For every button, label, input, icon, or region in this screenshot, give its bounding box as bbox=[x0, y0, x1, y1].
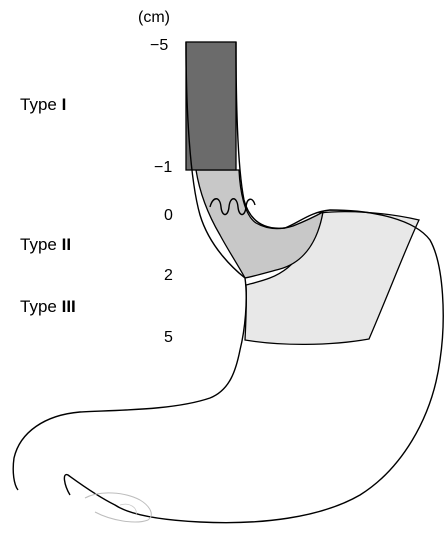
scale-tick-0: 0 bbox=[164, 207, 173, 224]
type-iii-label: Type III bbox=[20, 297, 76, 316]
scale-tick-minus-1: −1 bbox=[154, 159, 172, 176]
type-ii-label: Type II bbox=[20, 235, 71, 254]
type-i-region bbox=[186, 42, 236, 170]
scale-tick-minus-5: −5 bbox=[150, 37, 168, 54]
type-i-label: Type I bbox=[20, 95, 66, 114]
scale-tick-5: 5 bbox=[164, 329, 173, 346]
scale-tick-2: 2 bbox=[164, 267, 173, 284]
scale-unit-label: (cm) bbox=[138, 9, 170, 26]
